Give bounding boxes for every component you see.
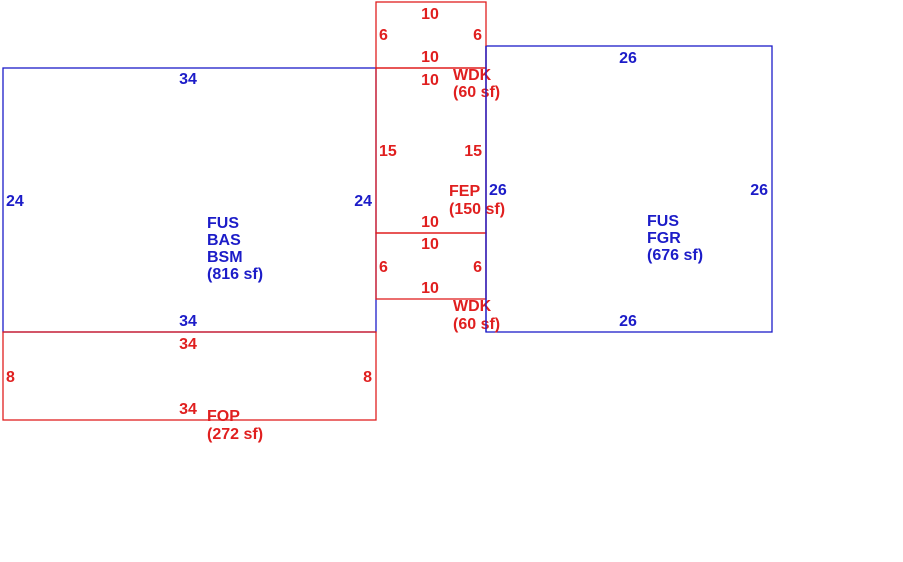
wdk-top-dim-top: 10 xyxy=(421,6,439,23)
bsm-dim-top: 34 xyxy=(179,71,197,88)
fgr-outline xyxy=(485,45,773,333)
wdk-top-label-line-1: WDK xyxy=(453,67,492,84)
fgr-dim-bottom: 26 xyxy=(619,313,637,330)
area-wdk-top: 10 10 6 6 WDK (60 sf) xyxy=(375,1,500,101)
wdk-bottom-dim-bottom: 10 xyxy=(421,280,439,297)
bsm-label-line-3: BSM xyxy=(207,249,243,266)
fep-label-line-1: FEP xyxy=(449,183,480,200)
fop-dim-right: 8 xyxy=(363,369,372,386)
fep-dim-right: 15 xyxy=(464,143,482,160)
wdk-top-outline xyxy=(375,1,487,69)
area-bsm: 34 34 24 24 FUS BAS BSM (816 sf) xyxy=(2,67,377,333)
bsm-dim-bottom: 34 xyxy=(179,313,197,330)
fep-dim-left: 15 xyxy=(379,143,397,160)
fgr-dim-left: 26 xyxy=(489,182,507,199)
wdk-bottom-label-line-2: (60 sf) xyxy=(453,316,500,333)
fop-dim-left: 8 xyxy=(6,369,15,386)
wdk-top-dim-bottom: 10 xyxy=(421,49,439,66)
fgr-label-line-3: (676 sf) xyxy=(647,247,703,264)
fgr-dim-right: 26 xyxy=(750,182,768,199)
wdk-bottom-label-line-1: WDK xyxy=(453,298,492,315)
fgr-label-line-1: FUS xyxy=(647,213,679,230)
wdk-top-label-line-2: (60 sf) xyxy=(453,84,500,101)
fop-label-line-2: (272 sf) xyxy=(207,426,263,443)
bsm-dim-left: 24 xyxy=(6,193,24,210)
wdk-top-dim-left: 6 xyxy=(379,27,388,44)
fep-dim-bottom: 10 xyxy=(421,214,439,231)
bsm-dim-right: 24 xyxy=(354,193,372,210)
fop-label-line-1: FOP xyxy=(207,408,240,425)
fop-dim-bottom: 34 xyxy=(179,401,197,418)
wdk-bottom-dim-left: 6 xyxy=(379,259,388,276)
fgr-label-line-2: FGR xyxy=(647,230,681,247)
fop-dim-top: 34 xyxy=(179,336,197,353)
bsm-label-line-4: (816 sf) xyxy=(207,266,263,283)
area-wdk-bottom: 10 10 6 6 WDK (60 sf) xyxy=(375,232,500,333)
wdk-bottom-dim-top: 10 xyxy=(421,236,439,253)
fop-outline xyxy=(2,331,377,421)
wdk-top-dim-right: 6 xyxy=(473,27,482,44)
bsm-label-line-2: BAS xyxy=(207,232,241,249)
area-fgr: 26 26 26 26 FUS FGR (676 sf) xyxy=(485,45,773,333)
bsm-label-line-1: FUS xyxy=(207,215,239,232)
bsm-outline xyxy=(2,67,377,333)
fep-dim-top: 10 xyxy=(421,72,439,89)
wdk-bottom-dim-right: 6 xyxy=(473,259,482,276)
area-fop: 34 34 8 8 FOP (272 sf) xyxy=(2,331,377,443)
fep-label-line-2: (150 sf) xyxy=(449,201,505,218)
fgr-dim-top: 26 xyxy=(619,50,637,67)
